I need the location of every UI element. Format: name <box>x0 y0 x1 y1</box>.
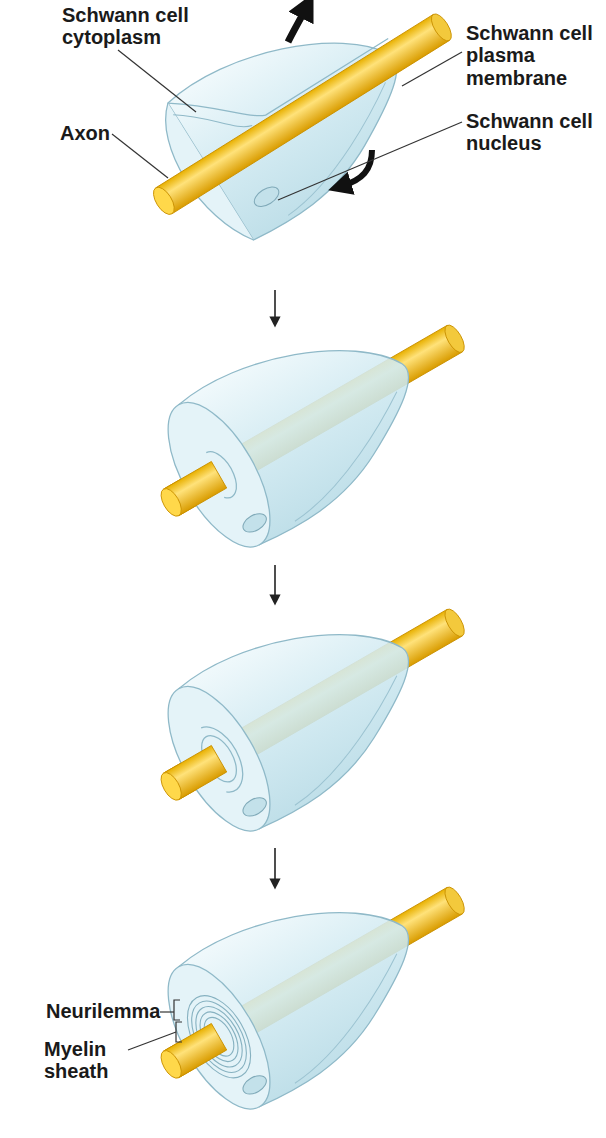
step-arrow <box>274 848 276 884</box>
schwann-cell-stage-1 <box>113 0 491 275</box>
axon-label: Axon <box>60 122 130 144</box>
leader-line <box>128 1032 176 1050</box>
schwann-cell-stage-2 <box>123 263 502 578</box>
step-arrow <box>274 290 276 322</box>
neurilemma-label: Neurilemma <box>46 1000 176 1022</box>
leader-line <box>402 52 462 86</box>
leader-line <box>278 122 462 200</box>
axon <box>156 14 450 213</box>
schwann-cell-stage-4 <box>123 825 502 1138</box>
schwann-nucleus <box>251 183 282 210</box>
leader-line <box>160 1011 174 1012</box>
bracket <box>176 1022 182 1042</box>
schwann-cell-stage-3 <box>123 547 502 862</box>
axon <box>157 461 227 519</box>
membrane-label: Schwann cell plasma membrane <box>466 22 594 89</box>
nucleus-label: Schwann cell nucleus <box>466 110 604 155</box>
myelin-label: Myelin sheath <box>44 1038 128 1083</box>
rotation-arrow <box>342 150 372 186</box>
leader-line <box>118 50 196 112</box>
bracket <box>174 1000 180 1020</box>
cytoplasm-label: Schwann cell cytoplasm <box>62 4 202 49</box>
leader-line <box>112 134 168 178</box>
axon-end <box>428 11 456 44</box>
cell-face <box>148 387 291 563</box>
axon <box>157 1023 227 1081</box>
rotation-arrow <box>288 8 306 42</box>
cell-face <box>148 949 291 1125</box>
axon-end <box>149 184 178 218</box>
cell-face <box>148 671 291 847</box>
axon <box>157 745 227 803</box>
step-arrow <box>274 565 276 600</box>
